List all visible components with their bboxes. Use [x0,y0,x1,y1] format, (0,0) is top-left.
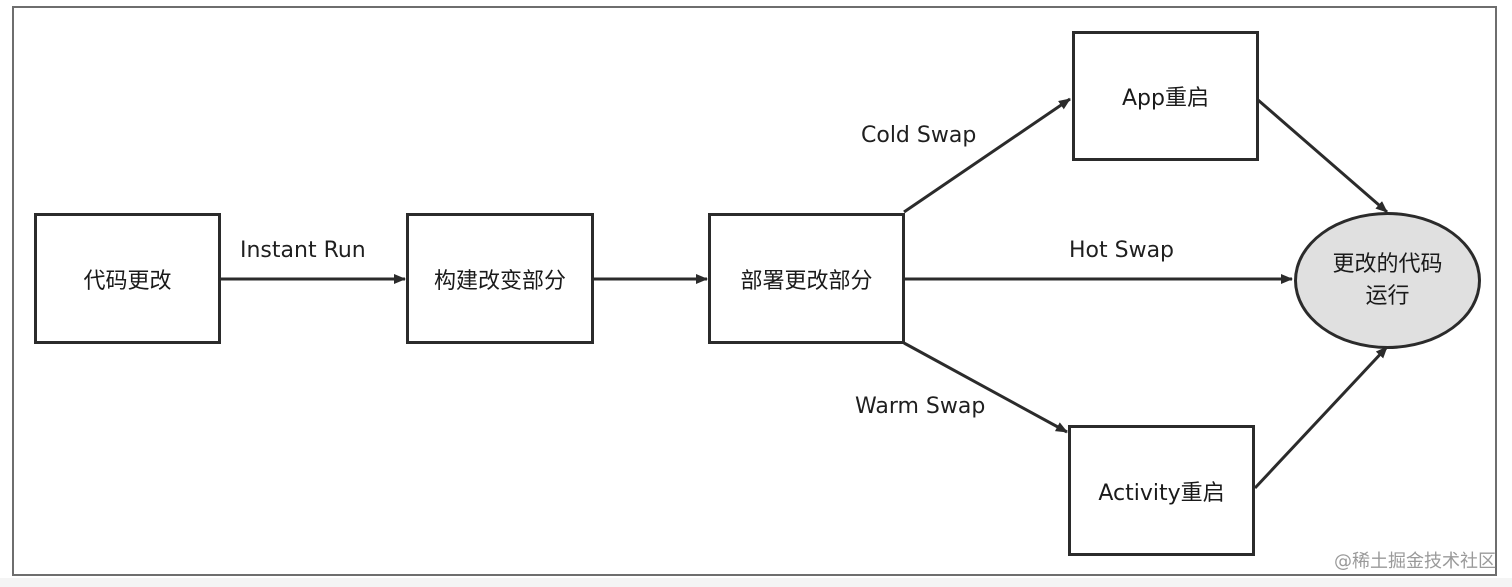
edge-label-hot-swap: Hot Swap [1069,238,1175,263]
edge-label-cold-swap: Cold Swap [861,123,977,148]
node-app-restart-label: App重启 [1122,86,1209,111]
node-code-change: 代码更改 [34,213,221,344]
bottom-strip [0,578,1512,587]
edge-label-instant-run: Instant Run [240,238,366,263]
node-build-changes-label: 构建改变部分 [433,268,566,294]
arrow-activity-restart-to-run [1253,345,1389,490]
node-run-changed-code: 更改的代码 运行 [1294,212,1481,349]
arrow-deploy-to-activity-restart [903,341,1068,434]
diagram-frame [12,6,1497,576]
watermark: @稀土掘金技术社区 [1334,551,1496,572]
arrow-app-restart-to-run [1257,98,1388,214]
edge-label-warm-swap: Warm Swap [855,394,986,419]
node-activity-restart-label: Activity重启 [1098,480,1225,506]
node-run-changed-code-line2: 运行 [1365,283,1410,309]
node-run-changed-code-line1: 更改的代码 [1332,251,1443,277]
node-build-changes: 构建改变部分 [406,213,594,344]
node-activity-restart: Activity重启 [1068,425,1255,556]
node-code-change-label: 代码更改 [83,268,172,294]
node-run-changed-code-label: 更改的代码 运行 [1328,249,1448,313]
node-app-restart: App重启 [1072,31,1259,161]
node-deploy-changes: 部署更改部分 [708,213,905,344]
arrow-deploy-to-app-restart [903,97,1071,214]
node-deploy-changes-label: 部署更改部分 [740,268,873,294]
